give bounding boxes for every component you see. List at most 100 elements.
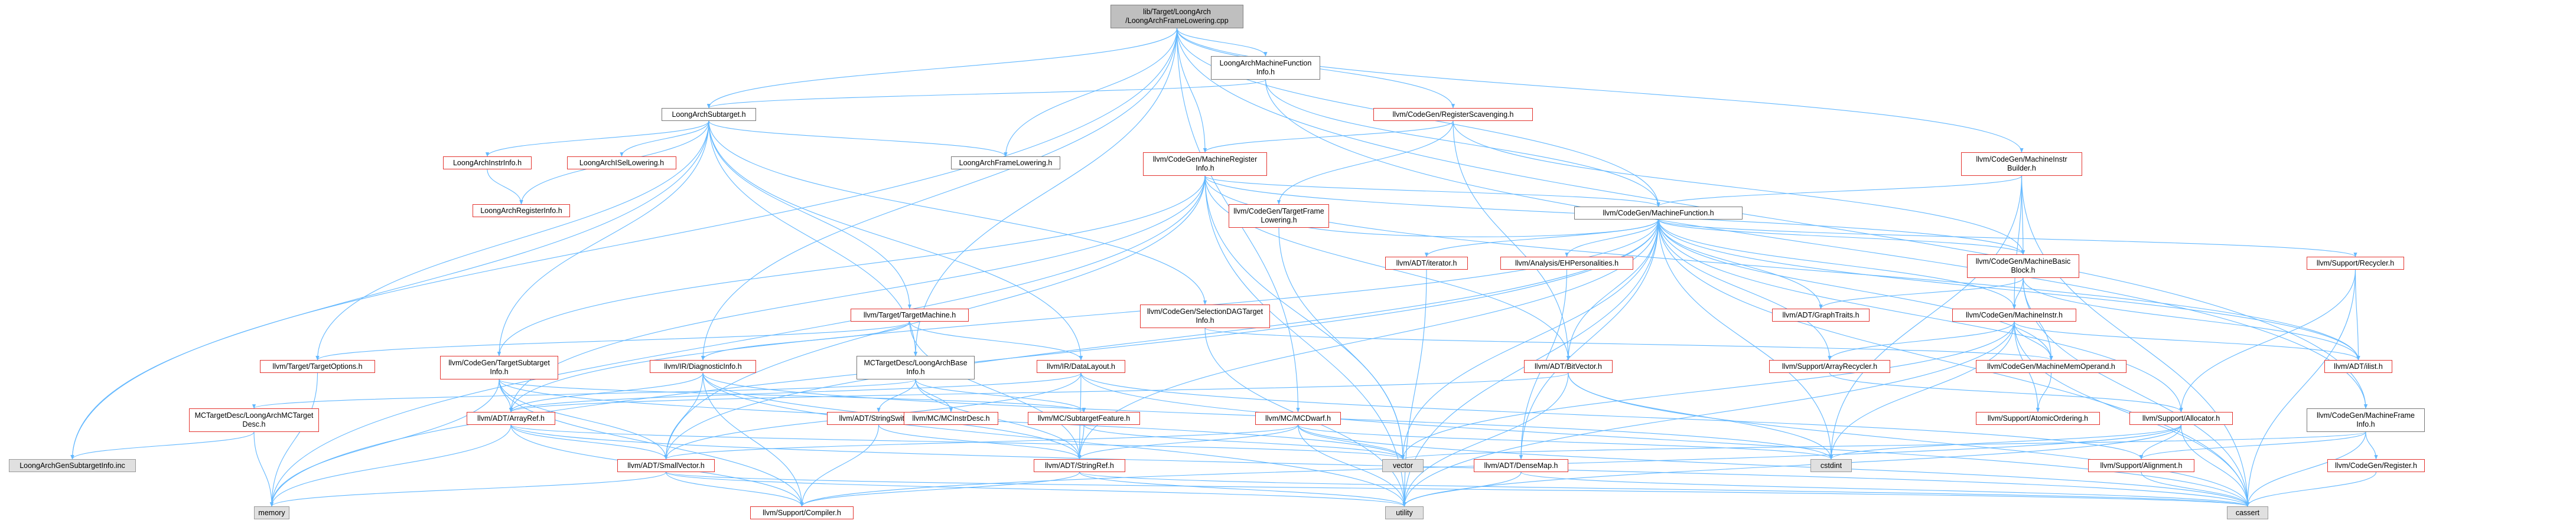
edge-register-to-cassert <box>2245 472 2377 507</box>
node-mfi[interactable]: LoongArchMachineFunction Info.h <box>1211 56 1320 80</box>
node-dl[interactable]: llvm/IR/DataLayout.h <box>1037 360 1125 373</box>
node-alloc[interactable]: llvm/Support/Allocator.h <box>2129 412 2233 425</box>
node-mcinstr[interactable]: llvm/MC/MCInstrDesc.h <box>904 412 998 425</box>
edge-root-to-mfi <box>1176 28 1268 57</box>
edge-mri-to-tsi <box>497 175 1206 356</box>
node-utility[interactable]: utility <box>1385 506 1424 519</box>
node-vector[interactable]: vector <box>1382 459 1424 472</box>
edge-bitvec-to-cassert <box>1568 372 2250 507</box>
edge-root-to-mib <box>1176 28 2024 153</box>
edge-topt-to-memory <box>269 372 318 507</box>
edge-diag-to-arrayref <box>509 372 704 413</box>
node-atomic[interactable]: llvm/Support/AtomicOrdering.h <box>1976 412 2100 425</box>
node-mib[interactable]: llvm/CodeGen/MachineInstr Builder.h <box>1961 152 2082 176</box>
node-graphtraits[interactable]: llvm/ADT/GraphTraits.h <box>1772 309 1870 322</box>
node-instrinfo[interactable]: LoongArchInstrInfo.h <box>443 156 532 169</box>
node-mmo[interactable]: llvm/CodeGen/MachineMemOperand.h <box>1976 360 2126 373</box>
node-smallvec[interactable]: llvm/ADT/SmallVector.h <box>617 459 715 472</box>
node-memory[interactable]: memory <box>254 506 289 519</box>
edge-smallvec-to-utility <box>665 472 1406 507</box>
node-ehp[interactable]: llvm/Analysis/EHPersonalities.h <box>1500 257 1633 270</box>
edge-mbb-to-ilist <box>2023 277 2360 361</box>
edge-arrayref-to-vector <box>510 424 1405 460</box>
edge-mfi-to-mfinfo <box>1265 79 2368 409</box>
node-mcdwarf[interactable]: llvm/MC/MCDwarf.h <box>1255 412 1341 425</box>
edge-mfi-to-mf <box>1265 79 1660 207</box>
node-mcdesc[interactable]: MCTargetDesc/LoongArchMCTarget Desc.h <box>189 408 319 432</box>
edge-subtarget-to-framelow <box>708 120 1008 157</box>
edge-mf-to-mbb <box>1657 219 2025 255</box>
node-bitvec[interactable]: llvm/ADT/BitVector.h <box>1524 360 1613 373</box>
node-tfl[interactable]: llvm/CodeGen/TargetFrame Lowering.h <box>1229 204 1329 228</box>
edge-recycler-to-ilist <box>2354 269 2360 361</box>
node-subinfoinc[interactable]: LoongArchGenSubtargetInfo.inc <box>9 459 136 472</box>
node-arrayref[interactable]: llvm/ADT/ArrayRef.h <box>467 412 555 425</box>
node-topt[interactable]: llvm/Target/TargetOptions.h <box>260 360 375 373</box>
node-stringref[interactable]: llvm/ADT/StringRef.h <box>1034 459 1125 472</box>
edge-densemap-to-cassert <box>1520 472 2249 507</box>
edge-mcbase-to-mcsub <box>915 379 1086 413</box>
node-isel[interactable]: LoongArchISelLowering.h <box>567 156 676 169</box>
edge-sdag-to-mmo <box>1204 328 2053 361</box>
node-mri[interactable]: llvm/CodeGen/MachineRegister Info.h <box>1143 152 1267 176</box>
edge-tsi-to-memory <box>269 379 500 507</box>
edge-densemap-to-utility <box>1402 472 1522 507</box>
edge-mf-to-mi <box>1657 219 2017 309</box>
node-register[interactable]: llvm/CodeGen/Register.h <box>2327 459 2425 472</box>
edge-mri-to-utility <box>1204 175 1406 507</box>
node-rs[interactable]: llvm/CodeGen/RegisterScavenging.h <box>1373 108 1533 121</box>
node-subtarget[interactable]: LoongArchSubtarget.h <box>662 108 756 121</box>
node-iter[interactable]: llvm/ADT/iterator.h <box>1385 257 1468 270</box>
edge-dl-to-cassert <box>1080 372 2249 507</box>
edge-instrinfo-to-reginfo <box>487 169 523 205</box>
node-mcsub[interactable]: llvm/MC/SubtargetFeature.h <box>1028 412 1140 425</box>
edge-mcdwarf-to-stringref <box>1077 424 1299 460</box>
node-align[interactable]: llvm/Support/Alignment.h <box>2088 459 2194 472</box>
edge-tfl-to-vector <box>1278 227 1405 460</box>
edge-alloc-to-cstdint <box>1829 424 2182 460</box>
edge-recycler-to-cassert <box>2245 269 2356 507</box>
node-arec[interactable]: llvm/Support/ArrayRecycler.h <box>1769 360 1890 373</box>
node-framelow[interactable]: LoongArchFrameLowering.h <box>951 156 1060 169</box>
edge-mbb-to-graphtraits <box>1819 277 2024 309</box>
node-reginfo[interactable]: LoongArchRegisterInfo.h <box>473 204 570 217</box>
edge-mi-to-utility <box>1402 321 2015 507</box>
node-mfinfo[interactable]: llvm/CodeGen/MachineFrame Info.h <box>2307 408 2425 432</box>
node-ilist[interactable]: llvm/ADT/ilist.h <box>2324 360 2392 373</box>
edge-mcdesc-to-memory <box>253 431 274 507</box>
edge-subtarget-to-subinfoinc <box>70 120 709 460</box>
edge-mri-to-memory <box>269 175 1206 507</box>
node-mi[interactable]: llvm/CodeGen/MachineInstr.h <box>1952 309 2076 322</box>
node-mbb[interactable]: llvm/CodeGen/MachineBasic Block.h <box>1967 254 2079 278</box>
edge-mf-to-densemap <box>1519 219 1659 460</box>
edge-mib-to-cassert <box>2021 175 2250 507</box>
node-tsi[interactable]: llvm/CodeGen/TargetSubtarget Info.h <box>440 356 558 379</box>
node-tm[interactable]: llvm/Target/TargetMachine.h <box>851 309 969 322</box>
edge-rs-to-mri <box>1203 120 1454 153</box>
edge-root-to-subinfoinc <box>70 28 1178 460</box>
edge-mcdwarf-to-cassert <box>1297 424 2249 507</box>
edge-mfinfo-to-register <box>2365 431 2378 460</box>
node-mf[interactable]: llvm/CodeGen/MachineFunction.h <box>1574 207 1743 220</box>
node-densemap[interactable]: llvm/ADT/DenseMap.h <box>1474 459 1568 472</box>
node-cassert[interactable]: cassert <box>2227 506 2268 519</box>
edge-rs-to-tfl <box>1276 120 1454 205</box>
node-mcbase[interactable]: MCTargetDesc/LoongArchBase Info.h <box>857 356 975 379</box>
node-root: lib/Target/LoongArch /LoongArchFrameLowe… <box>1110 5 1243 28</box>
edge-arrayref-to-smallvec <box>510 424 668 460</box>
edge-root-to-diag <box>701 28 1178 361</box>
edge-mib-to-mi <box>2012 175 2023 309</box>
edge-subtarget-to-tm <box>708 120 912 309</box>
edge-stringref-to-utility <box>1079 472 1406 507</box>
node-recycler[interactable]: llvm/Support/Recycler.h <box>2307 257 2404 270</box>
edge-subtarget-to-isel <box>620 120 709 157</box>
edge-strswitch-to-compiler <box>800 424 880 507</box>
edge-mf-to-arrayref <box>509 219 1659 413</box>
node-diag[interactable]: llvm/IR/DiagnosticInfo.h <box>650 360 756 373</box>
node-cstdint[interactable]: cstdint <box>1810 459 1852 472</box>
edge-smallvec-to-memory <box>270 472 667 507</box>
node-sdag[interactable]: llvm/CodeGen/SelectionDAGTarget Info.h <box>1140 305 1270 328</box>
edge-bitvec-to-cstdint <box>1568 372 1834 460</box>
edge-mcbase-to-strswitch <box>877 379 916 413</box>
node-compiler[interactable]: llvm/Support/Compiler.h <box>750 506 854 519</box>
